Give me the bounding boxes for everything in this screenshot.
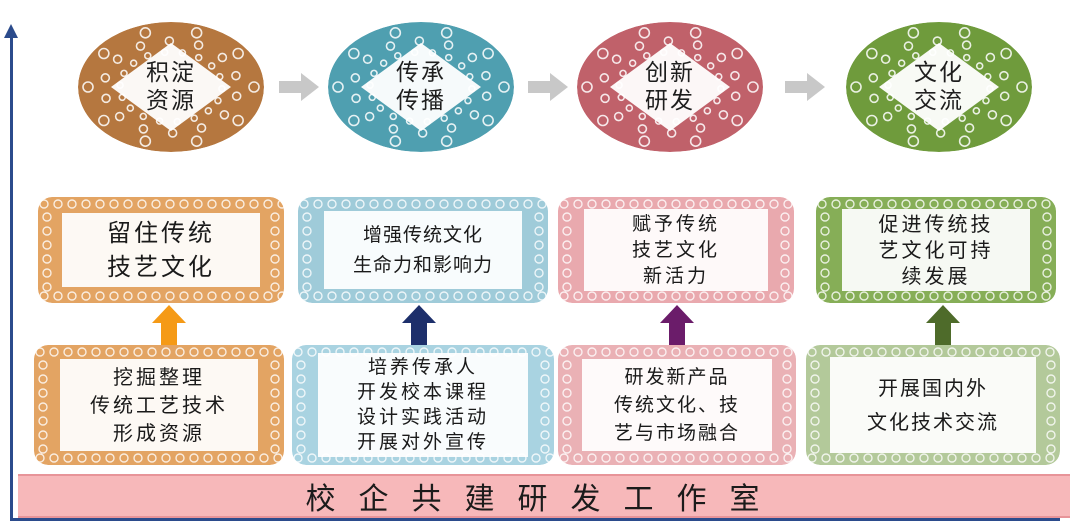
action-line: 开展国内外 <box>878 376 988 400</box>
goal-box: 赋予传统 技艺文化 新活力 <box>558 197 794 303</box>
x-axis <box>10 518 1060 521</box>
action-line: 研发新产品 <box>624 366 730 388</box>
ornament-medallion-icon <box>328 22 514 152</box>
foundation-label: 校企共建研发工作室 <box>305 482 783 517</box>
circle-cultural-exchange: 文化 交流 <box>846 22 1032 152</box>
goal-line: 技艺文化 <box>107 253 215 281</box>
circle-inherit-spread: 传承 传播 <box>328 22 514 152</box>
circle-line2: 交流 <box>914 88 964 114</box>
right-arrow-icon <box>279 73 319 101</box>
goal-line: 艺文化可持 <box>878 238 994 262</box>
circle-line2: 传播 <box>396 88 446 114</box>
up-arrow-icon <box>152 305 186 345</box>
action-line: 设计实践活动 <box>356 406 489 428</box>
circle-line1: 积淀 <box>146 60 196 86</box>
action-line: 艺与市场融合 <box>613 422 740 444</box>
action-line: 开展对外宣传 <box>356 431 489 453</box>
circle-innovate-develop: 创新 研发 <box>577 22 763 152</box>
action-line: 传统文化、技 <box>613 394 740 416</box>
up-arrow-icon <box>660 305 694 345</box>
goal-box: 留住传统 技艺文化 <box>38 197 284 303</box>
goal-box: 促进传统技 艺文化可持 续发展 <box>816 197 1056 303</box>
action-box: 研发新产品 传统文化、技 艺与市场融合 <box>558 345 796 465</box>
circle-line2: 研发 <box>645 88 695 114</box>
y-axis-arrowhead <box>4 24 18 38</box>
action-line: 文化技术交流 <box>867 410 999 434</box>
circle-accumulate-resources: 积淀 资源 <box>78 22 264 152</box>
circle-line1: 创新 <box>645 60 695 86</box>
foundation-bar: 校企共建研发工作室 <box>18 474 1070 518</box>
ornament-medallion-icon <box>846 22 1032 152</box>
circle-line1: 文化 <box>914 60 964 86</box>
action-line: 传统工艺技术 <box>90 393 228 417</box>
goal-line: 生命力和影响力 <box>352 254 493 276</box>
action-line: 开发校本课程 <box>356 381 489 403</box>
up-arrow-icon <box>402 305 436 345</box>
action-line: 培养传承人 <box>367 356 478 378</box>
right-arrow-icon <box>528 73 568 101</box>
goal-line: 赋予传统 <box>631 213 720 235</box>
goal-line: 增强传统文化 <box>362 224 483 246</box>
action-box: 挖掘整理 传统工艺技术 形成资源 <box>34 345 284 465</box>
goal-line: 续发展 <box>901 264 971 288</box>
goal-line: 留住传统 <box>107 219 215 247</box>
right-arrow-icon <box>785 73 825 101</box>
ornament-medallion-icon <box>577 22 763 152</box>
action-box: 培养传承人 开发校本课程 设计实践活动 开展对外宣传 <box>292 345 554 465</box>
goal-line: 新活力 <box>642 265 709 287</box>
goal-line: 技艺文化 <box>631 239 720 261</box>
action-line: 形成资源 <box>113 421 205 445</box>
action-line: 挖掘整理 <box>113 365 205 389</box>
circle-line2: 资源 <box>146 88 196 114</box>
y-axis <box>10 34 13 520</box>
action-box: 开展国内外 文化技术交流 <box>806 345 1060 465</box>
ornament-medallion-icon <box>78 22 264 152</box>
up-arrow-icon <box>926 305 960 345</box>
circle-line1: 传承 <box>396 60 446 86</box>
goal-line: 促进传统技 <box>878 212 994 236</box>
goal-box: 增强传统文化 生命力和影响力 <box>298 197 548 303</box>
